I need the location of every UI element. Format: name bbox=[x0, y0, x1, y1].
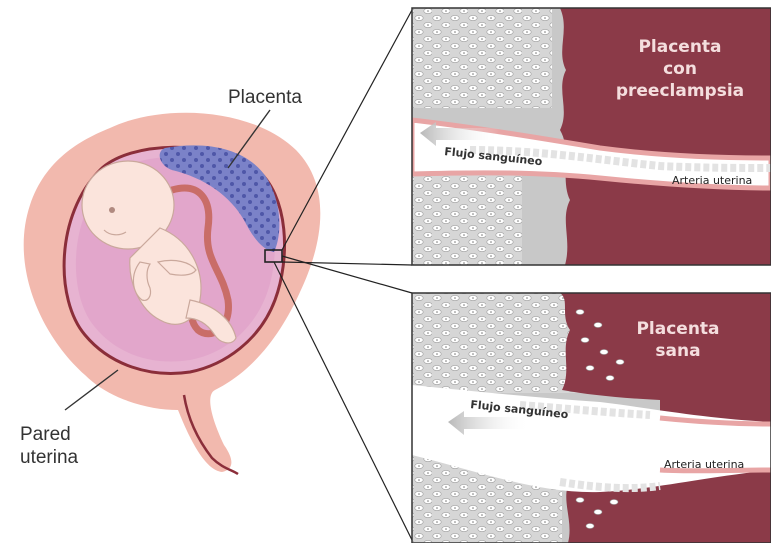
zoom-line-bottom-b bbox=[274, 262, 412, 540]
pared-label-line2: uterina bbox=[20, 447, 79, 468]
bottom-title-line2: sana bbox=[655, 341, 700, 361]
top-title-line3: preeclampsia bbox=[616, 81, 744, 101]
pared-label-line1: Pared bbox=[20, 424, 71, 445]
top-artery-label: Arteria uterina bbox=[672, 174, 752, 187]
top-title-line1: Placenta bbox=[638, 37, 721, 57]
bottom-title-line1: Placenta bbox=[636, 319, 719, 339]
top-title-line2: con bbox=[663, 59, 697, 79]
placenta-label: Placenta bbox=[228, 87, 302, 108]
zoom-line-top-a bbox=[282, 10, 412, 250]
bottom-artery-label: Arteria uterina bbox=[664, 458, 744, 471]
uterus bbox=[24, 113, 321, 474]
